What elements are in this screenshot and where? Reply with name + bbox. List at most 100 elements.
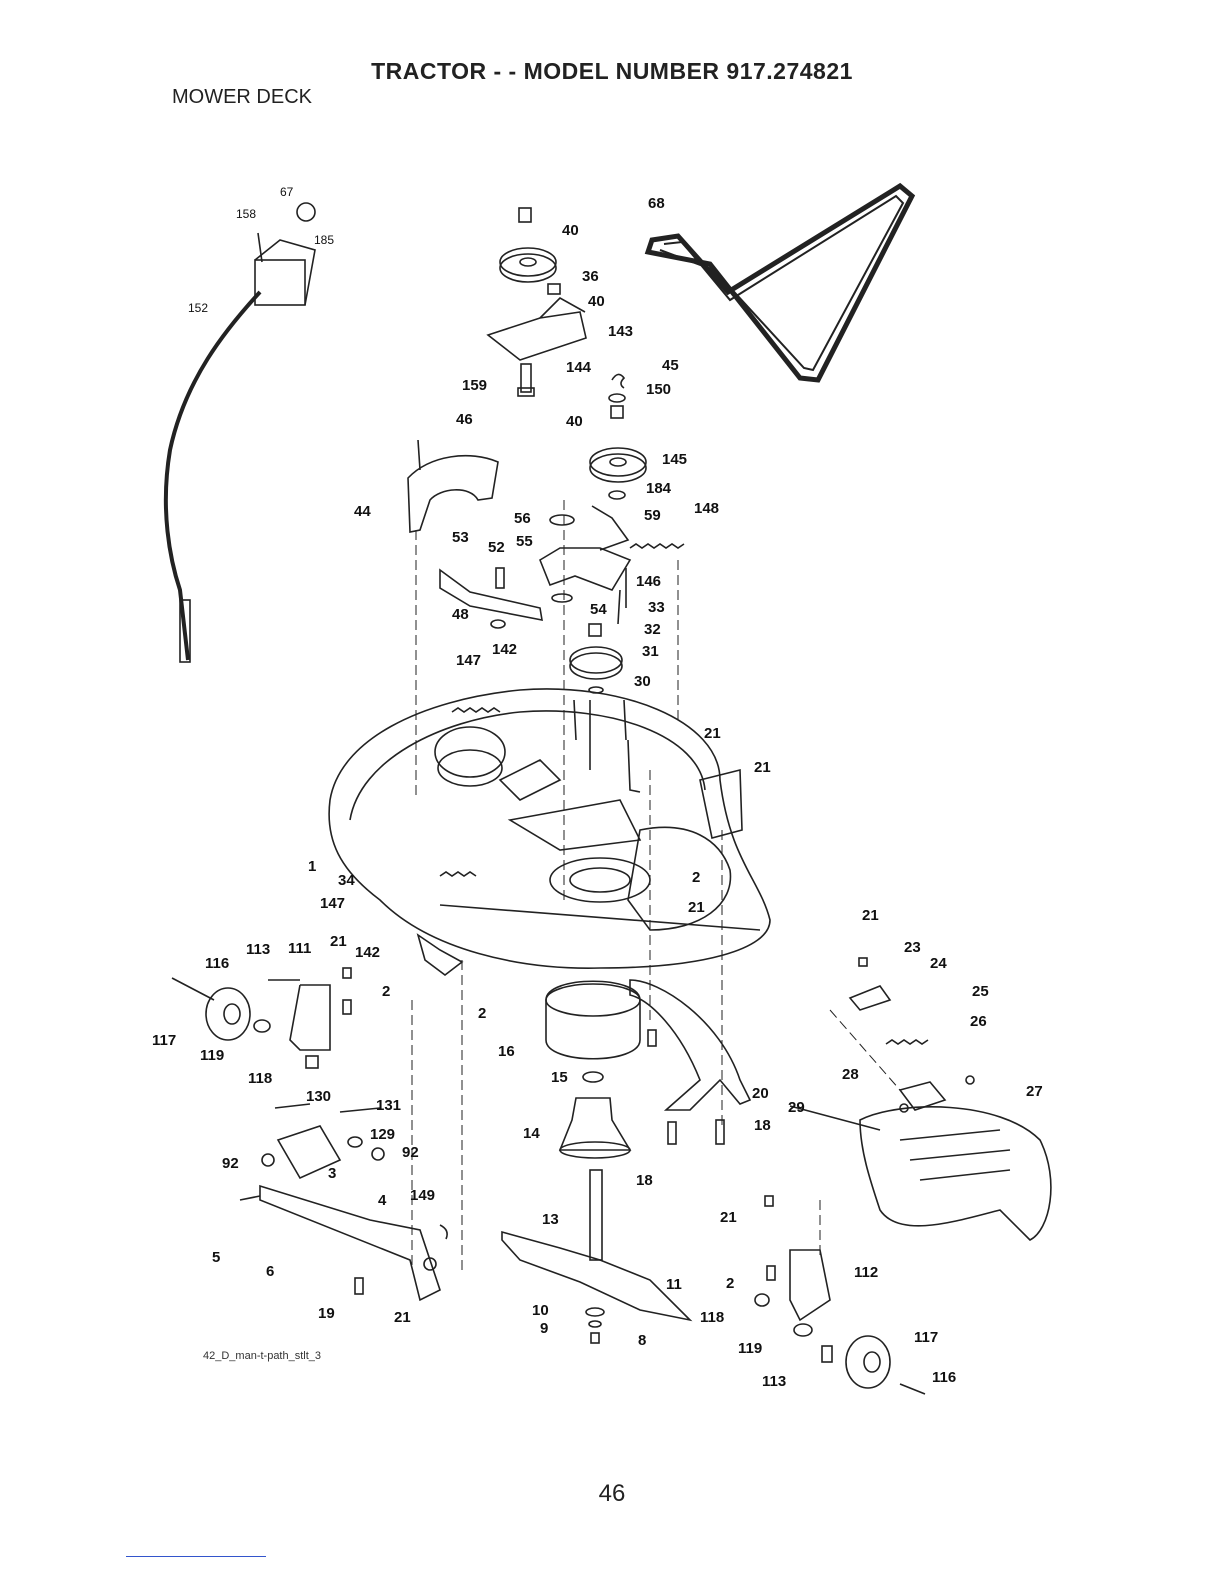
page-title: TRACTOR - - MODEL NUMBER 917.274821 [371, 58, 853, 84]
spindle-pulley [569, 568, 627, 770]
front-wheel-left [171, 933, 464, 1069]
callout-28: 28 [842, 1066, 859, 1083]
callout-159: 159 [462, 377, 487, 394]
callout-11: 11 [666, 1276, 682, 1293]
discharge-chute [789, 957, 1052, 1241]
callout-67: 67 [280, 185, 294, 199]
callout-21: 21 [330, 933, 347, 950]
callout-144: 144 [566, 359, 592, 376]
callout-13: 13 [542, 1211, 559, 1228]
callout-24: 24 [930, 955, 947, 972]
callout-119: 119 [738, 1340, 762, 1357]
callout-labels: 6715818515240364014314415945150406846441… [152, 185, 1043, 1390]
footer-rule [126, 1556, 266, 1557]
callout-8: 8 [638, 1332, 646, 1349]
callout-18: 18 [636, 1172, 653, 1189]
callout-23: 23 [904, 939, 921, 956]
callout-147: 147 [320, 895, 345, 912]
pulley-stack-right [589, 373, 647, 500]
callout-2: 2 [726, 1275, 734, 1292]
callout-113: 113 [762, 1373, 786, 1390]
control-cable [163, 202, 316, 663]
callout-21: 21 [720, 1209, 737, 1226]
rear-arm [629, 979, 752, 1145]
callout-1: 1 [308, 858, 316, 875]
callout-117: 117 [914, 1329, 938, 1346]
callout-117: 117 [152, 1032, 176, 1049]
callout-59: 59 [644, 507, 661, 524]
callout-18: 18 [754, 1117, 771, 1134]
callout-146: 146 [636, 573, 661, 590]
callout-131: 131 [376, 1097, 401, 1114]
page-number: 46 [598, 1480, 626, 1507]
callout-53: 53 [452, 529, 469, 546]
assembly-lines [411, 500, 901, 1270]
callout-34: 34 [338, 872, 355, 889]
callout-150: 150 [646, 381, 671, 398]
callout-54: 54 [590, 601, 607, 618]
callout-142: 142 [492, 641, 517, 658]
spindle-and-blade [501, 980, 693, 1344]
callout-14: 14 [523, 1125, 540, 1142]
callout-27: 27 [1026, 1083, 1043, 1100]
callout-2: 2 [692, 869, 700, 886]
callout-15: 15 [551, 1069, 568, 1086]
callout-46: 46 [456, 411, 473, 428]
callout-25: 25 [972, 983, 989, 1000]
callout-4: 4 [378, 1192, 387, 1209]
callout-116: 116 [932, 1369, 956, 1386]
rear-wheel-right [754, 1195, 926, 1395]
callout-142: 142 [355, 944, 380, 961]
callout-92: 92 [402, 1144, 419, 1161]
callout-185: 185 [314, 233, 334, 247]
section-heading: MOWER DECK [172, 86, 312, 108]
springs [439, 543, 929, 1045]
belt-guard [407, 439, 499, 533]
callout-130: 130 [306, 1088, 331, 1105]
callout-118: 118 [700, 1309, 724, 1326]
callout-145: 145 [662, 451, 687, 468]
idler-bracket [439, 505, 632, 629]
callout-149: 149 [410, 1187, 435, 1204]
callout-26: 26 [970, 1013, 987, 1030]
callout-21: 21 [704, 725, 721, 742]
lift-linkage [239, 1103, 448, 1302]
callout-2: 2 [478, 1005, 486, 1022]
callout-33: 33 [648, 599, 665, 616]
callout-111: 111 [288, 940, 311, 957]
callout-29: 29 [788, 1099, 805, 1116]
callout-21: 21 [754, 759, 771, 776]
callout-21: 21 [688, 899, 705, 916]
callout-9: 9 [540, 1320, 548, 1337]
callout-143: 143 [608, 323, 633, 340]
callout-148: 148 [694, 500, 719, 517]
callout-40: 40 [562, 222, 579, 239]
callout-44: 44 [354, 503, 371, 520]
drawing-reference: 42_D_man-t-path_stlt_3 [203, 1350, 322, 1362]
callout-21: 21 [862, 907, 879, 924]
callout-116: 116 [205, 955, 229, 972]
callout-2: 2 [382, 983, 390, 1000]
callout-40: 40 [588, 293, 605, 310]
callout-68: 68 [648, 195, 665, 212]
drive-belt [644, 182, 916, 383]
callout-112: 112 [854, 1264, 878, 1281]
callout-36: 36 [582, 268, 599, 285]
callout-20: 20 [752, 1085, 769, 1102]
callout-92: 92 [222, 1155, 239, 1172]
callout-5: 5 [212, 1249, 220, 1266]
callout-48: 48 [452, 606, 469, 623]
idler-pulley-top [486, 207, 587, 397]
callout-40: 40 [566, 413, 583, 430]
callout-3: 3 [328, 1165, 336, 1182]
callout-147: 147 [456, 652, 481, 669]
callout-56: 56 [514, 510, 531, 527]
callout-32: 32 [644, 621, 661, 638]
callout-31: 31 [642, 643, 659, 660]
callout-45: 45 [662, 357, 679, 374]
callout-10: 10 [532, 1302, 549, 1319]
callout-52: 52 [488, 539, 505, 556]
callout-21: 21 [394, 1309, 411, 1326]
callout-158: 158 [236, 207, 256, 221]
